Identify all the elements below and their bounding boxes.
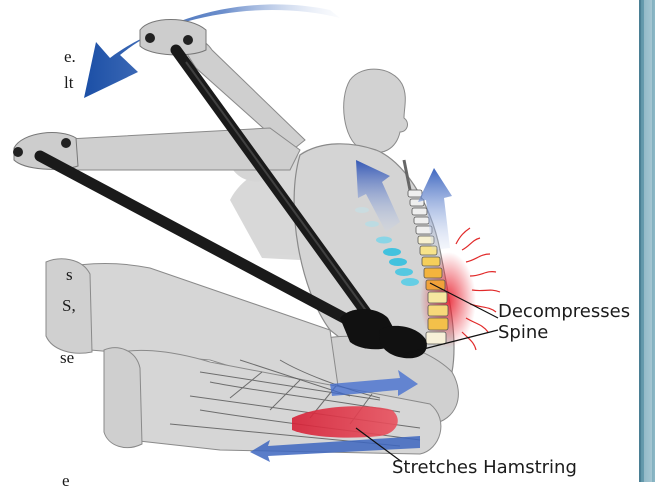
decompresses-label-line2: Spine (498, 323, 630, 344)
stretches-hamstring-label: Stretches Hamstring (392, 458, 577, 479)
cut-text-fragment: e. (64, 48, 76, 65)
cut-text-fragment: S, (62, 297, 76, 314)
side-border-bar (639, 0, 655, 482)
decompresses-label-line1: Decompresses (498, 302, 630, 323)
cut-text-fragment: lt (64, 74, 73, 91)
decompresses-spine-label: Decompresses Spine (498, 302, 630, 343)
cut-text-fragment: s (66, 266, 73, 283)
cut-text-fragment: se (60, 349, 74, 366)
cut-text-fragment: e (62, 472, 70, 489)
